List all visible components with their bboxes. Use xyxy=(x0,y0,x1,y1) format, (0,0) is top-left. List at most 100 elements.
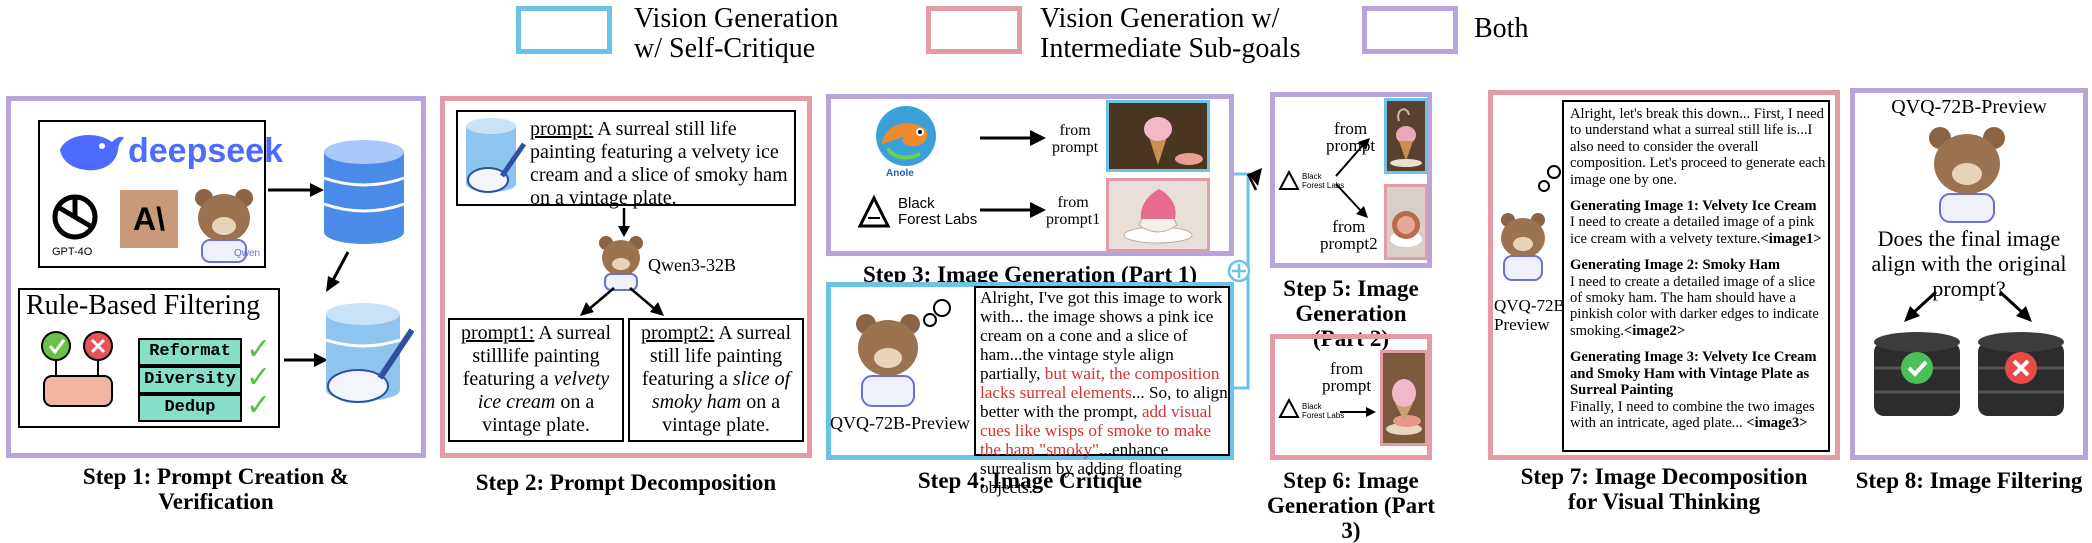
deepseek-whale-icon xyxy=(60,135,124,171)
filter-question: Does the final image align with the orig… xyxy=(1871,226,2067,301)
qvq-bear-icon xyxy=(1929,127,2005,223)
bfl-label: Black Forest Labs xyxy=(1302,172,1345,190)
approved-database-icon xyxy=(1874,332,1960,416)
step4-panel xyxy=(826,282,1234,460)
step3-panel xyxy=(826,94,1234,256)
deepseek-logo: deepseek xyxy=(128,132,283,170)
rejected-database-icon xyxy=(1978,332,2064,416)
from-prompt2-label: from prompt2 xyxy=(1320,217,1378,253)
prompt1-label: prompt1: xyxy=(461,322,535,344)
tag-reformat: Reformat xyxy=(138,338,242,366)
legend-pink-label: Vision Generation w/ Intermediate Sub-go… xyxy=(1040,3,1301,64)
critique-text: Alright, I've got this image to work wit… xyxy=(980,288,1228,497)
step5-arrows xyxy=(1335,138,1370,218)
final-composite-image xyxy=(1380,350,1428,446)
thinking-body-2-text: I need to create a detailed image of a s… xyxy=(1570,273,1819,339)
prompt-label: prompt: xyxy=(530,118,594,140)
smoky-icecream-image xyxy=(1384,98,1428,174)
prompt2-box xyxy=(628,318,804,442)
from-prompt-label: from prompt xyxy=(1052,122,1099,156)
legend-purple-swatch xyxy=(1362,6,1458,54)
check-reformat-icon: ✓ xyxy=(246,333,272,366)
thinking-body-3-text: Finally, I need to combine the two image… xyxy=(1570,398,1815,431)
step2-panel xyxy=(440,96,812,458)
thinking-box xyxy=(1562,100,1830,452)
thinking-text: Alright, let's break this down... First,… xyxy=(1570,106,1826,431)
bfl-label: Black Forest Labs xyxy=(898,195,978,228)
plus-icon xyxy=(1227,259,1251,283)
anole-chameleon-icon xyxy=(876,106,936,166)
prompt2-text: prompt2: A surreal still life painting f… xyxy=(632,322,800,437)
critique-highlight-1: but wait, the composition lacks surreal … xyxy=(980,364,1220,402)
tag-diversity: Diversity xyxy=(138,366,242,394)
thinking-intro: Alright, let's break this down... First,… xyxy=(1570,106,1826,188)
prompt-text: prompt: A surreal still life painting fe… xyxy=(530,118,792,210)
split-arrows xyxy=(580,287,664,316)
thinking-heading-3: Generating Image 3: Velvety Ice Cream an… xyxy=(1570,349,1817,399)
legend-blue-swatch xyxy=(516,6,612,54)
step1-panel xyxy=(6,96,426,458)
arrow-bfl xyxy=(980,202,1046,218)
ham-image xyxy=(1384,184,1428,260)
bfl-icecream-image xyxy=(1106,178,1210,252)
rule-filter-title: Rule-Based Filtering xyxy=(26,290,261,321)
prompt2-part-a: A surreal still life painting featuring … xyxy=(641,322,791,390)
database-icon xyxy=(323,140,405,244)
arrow-anole xyxy=(980,130,1046,146)
step6-panel xyxy=(1270,334,1432,460)
step5-panel xyxy=(1270,92,1432,268)
qwen-label: Qwen xyxy=(234,248,261,259)
bfl-label: Black Forest Labs xyxy=(1302,402,1345,420)
qwen-bear-icon xyxy=(599,236,643,291)
check-diversity-icon: ✓ xyxy=(246,361,272,394)
prompt1-box xyxy=(448,318,624,442)
openai-icon xyxy=(52,194,98,240)
thinking-body-2: I need to create a detailed image of a s… xyxy=(1570,274,1826,340)
qwen-bear-icon xyxy=(195,189,253,263)
prompt1-text: prompt1: A surreal stilllife painting fe… xyxy=(452,322,620,437)
anole-icecream-image xyxy=(1106,100,1210,172)
from-prompt-label: from prompt xyxy=(1326,119,1376,155)
prompt1-focus: velvety ice cream xyxy=(477,368,610,413)
black-forest-labs-icon xyxy=(1278,169,1300,190)
prompt1-part-a: A surreal stilllife painting featuring a xyxy=(462,322,611,390)
critique-highlight-2: add visual cues like wisps of smoke to m… xyxy=(980,402,1212,459)
thinking-heading-1: Generating Image 1: Velvety Ice Cream xyxy=(1570,198,1817,215)
anthropic-logo: A\ xyxy=(120,190,178,248)
thinking-heading-2: Generating Image 2: Smoky Ham xyxy=(1570,257,1780,274)
prompt-database-icon xyxy=(466,118,527,193)
review-hands-icon xyxy=(41,331,113,407)
step8-caption: Step 8: Image Filtering xyxy=(1855,468,2083,493)
clean-database-icon xyxy=(325,303,415,403)
thinking-body-1-text: I need to create a detailed image of a p… xyxy=(1570,214,1815,247)
step2-caption: Step 2: Prompt Decomposition xyxy=(475,470,777,495)
critique-part-2: ... So, to align better with the prompt, xyxy=(980,383,1228,421)
black-forest-labs-icon xyxy=(1278,397,1300,418)
step8-arrows xyxy=(1904,290,2032,322)
prompt1-part-b: on a vintage plate. xyxy=(482,391,595,436)
arrow-to-clean-db xyxy=(284,353,328,367)
qvq-bear-thinking-icon xyxy=(856,299,951,407)
step7-caption: Step 7: Image Decomposition for Visual T… xyxy=(1520,464,1808,514)
thinking-body-3: Finally, I need to combine the two image… xyxy=(1570,399,1826,432)
critique-box xyxy=(974,286,1230,456)
prompt-body: A surreal still life painting featuring … xyxy=(530,118,788,209)
check-dedup-icon: ✓ xyxy=(246,389,272,422)
legend-blue-label: Vision Generation w/ Self-Critique xyxy=(634,3,839,64)
image1-tag: <image1> xyxy=(1760,230,1822,247)
prompt2-focus: slice of smoky ham xyxy=(651,368,791,413)
step1-caption: Step 1: Prompt Creation & Verification xyxy=(82,464,350,514)
prompt2-part-b: on a vintage plate. xyxy=(662,391,781,436)
image3-tag: <image3> xyxy=(1746,414,1808,431)
qwen3-label: Qwen3-32B xyxy=(648,255,736,275)
qvq-label: QVQ-72B-Preview xyxy=(830,413,970,433)
critique-part-1: Alright, I've got this image to work wit… xyxy=(980,288,1223,383)
black-forest-labs-icon xyxy=(857,194,891,228)
qvq-label: QVQ-72B-Preview xyxy=(1891,96,2047,118)
arrow-to-qwen xyxy=(618,208,630,237)
legend-purple-label: Both xyxy=(1474,13,1529,44)
qvq-bear-thinking-icon xyxy=(1501,165,1561,281)
anole-label: Anole xyxy=(886,168,914,179)
step7-panel xyxy=(1488,90,1840,460)
arrow-to-database xyxy=(268,183,324,197)
